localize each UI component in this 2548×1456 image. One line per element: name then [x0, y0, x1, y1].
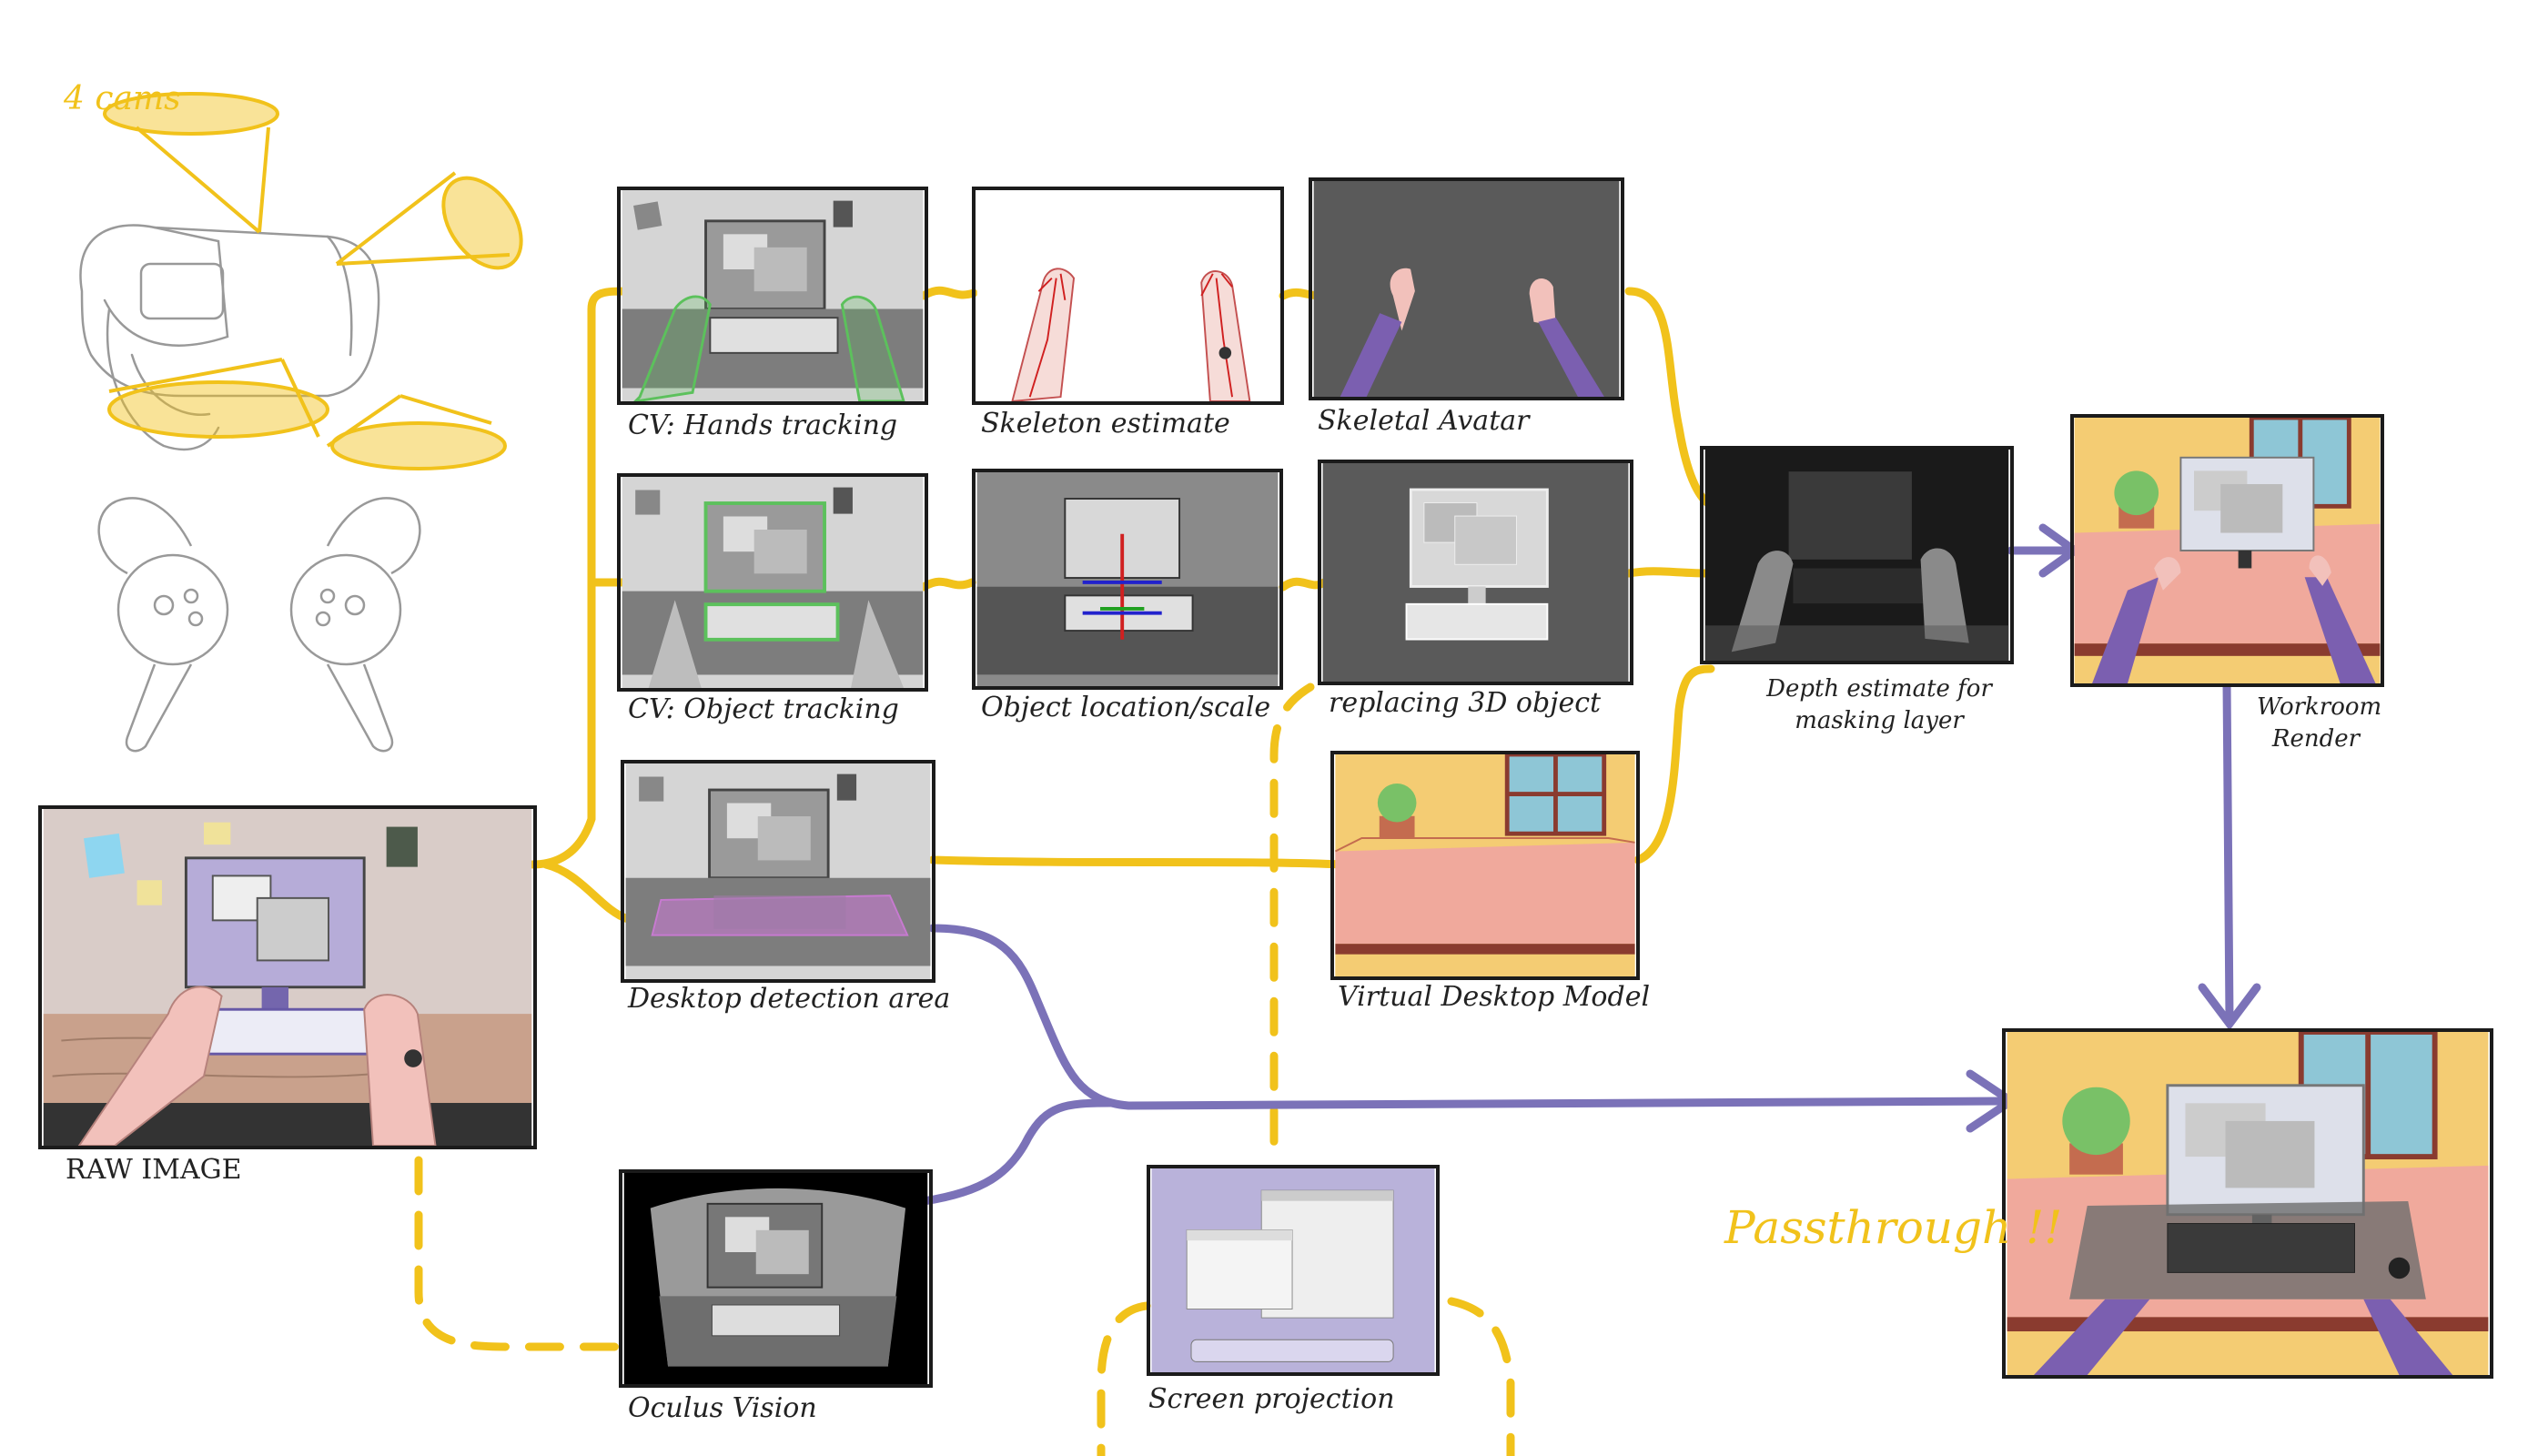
depth-panel — [1700, 446, 2014, 664]
yellow-flow-raw-to-branch — [528, 287, 632, 869]
raw-image-panel — [38, 805, 537, 1149]
cams-annotation: 4 cams — [64, 80, 181, 117]
caption-skeleton: Skeleton estimate — [981, 408, 1230, 440]
passthrough-illustration — [2007, 1032, 2489, 1375]
caption-desktop-area: Desktop detection area — [628, 983, 951, 1015]
vr-headset-icon — [79, 224, 380, 451]
desktop-area-panel — [621, 760, 935, 983]
purple-flow-workroom-to-passthrough — [2222, 678, 2234, 1024]
yellow-flow-branch-to-desktop — [541, 860, 632, 924]
camera-frustums-icon — [103, 92, 523, 470]
replacing-illustration — [1322, 463, 1629, 682]
caption-object-location: Object location/scale — [981, 692, 1271, 723]
yellow-flow-avatar-to-depth — [1624, 287, 1715, 510]
purple-flow-desktop-to-passthrough — [928, 924, 2007, 1110]
caption-virtual-desktop: Virtual Desktop Model — [1338, 981, 1651, 1013]
object-tracking-panel — [617, 473, 928, 692]
passthrough-annotation: Passthrough !! — [1724, 1201, 2063, 1254]
oculus-vision-panel — [619, 1169, 933, 1388]
caption-screen: Screen projection — [1148, 1383, 1395, 1415]
caption-depth: Depth estimate for masking layer — [1766, 675, 1992, 735]
yellow-flow-object-to-location — [919, 577, 976, 592]
hands-tracking-illustration — [622, 190, 924, 401]
dashed-replacing-to-screen — [1269, 682, 1315, 1169]
yellow-flow-replacing-to-depth — [1624, 567, 1715, 578]
virtual-desktop-illustration — [1334, 754, 1635, 976]
hands-tracking-panel — [617, 187, 928, 405]
left-controller-icon — [97, 497, 229, 753]
raw-image-illustration — [43, 809, 532, 1146]
caption-hands-tracking: CV: Hands tracking — [628, 410, 898, 441]
dashed-raw-to-oculus — [414, 1156, 623, 1351]
avatar-panel — [1309, 177, 1624, 400]
caption-workroom: Workroom Render — [2257, 693, 2382, 753]
object-location-panel — [972, 469, 1283, 690]
caption-object-tracking: CV: Object tracking — [628, 693, 899, 725]
avatar-illustration — [1313, 181, 1620, 397]
object-tracking-illustration — [622, 477, 924, 688]
desktop-area-illustration — [625, 763, 931, 979]
caption-oculus: Oculus Vision — [628, 1392, 817, 1424]
passthrough-panel — [2002, 1028, 2493, 1379]
caption-avatar: Skeletal Avatar — [1318, 405, 1530, 437]
yellow-flow-hands-to-skeleton — [919, 286, 978, 300]
dashed-screen-right — [1447, 1297, 1515, 1456]
caption-raw-image: RAW IMAGE — [66, 1154, 242, 1186]
skeleton-illustration — [976, 190, 1279, 401]
replacing-panel — [1318, 460, 1633, 685]
depth-illustration — [1704, 450, 2009, 661]
purple-arrowhead-down — [2198, 983, 2261, 1031]
screen-projection-panel — [1147, 1165, 1440, 1376]
headset-sketch — [79, 92, 523, 753]
dashed-screen-left — [1097, 1301, 1151, 1456]
right-controller-icon — [289, 497, 421, 753]
purple-flow-oculus-to-main — [919, 1098, 1115, 1206]
object-location-illustration — [976, 472, 1279, 686]
yellow-flow-virtual-to-depth — [1633, 664, 1715, 864]
caption-replacing: replacing 3D object — [1329, 687, 1602, 719]
workroom-panel — [2070, 414, 2384, 687]
virtual-desktop-panel — [1330, 751, 1640, 980]
yellow-flow-desktop-to-virtual — [928, 855, 1347, 869]
skeleton-panel — [972, 187, 1284, 405]
screen-projection-illustration — [1151, 1168, 1435, 1372]
oculus-vision-illustration — [623, 1173, 928, 1384]
workroom-illustration — [2074, 418, 2381, 683]
